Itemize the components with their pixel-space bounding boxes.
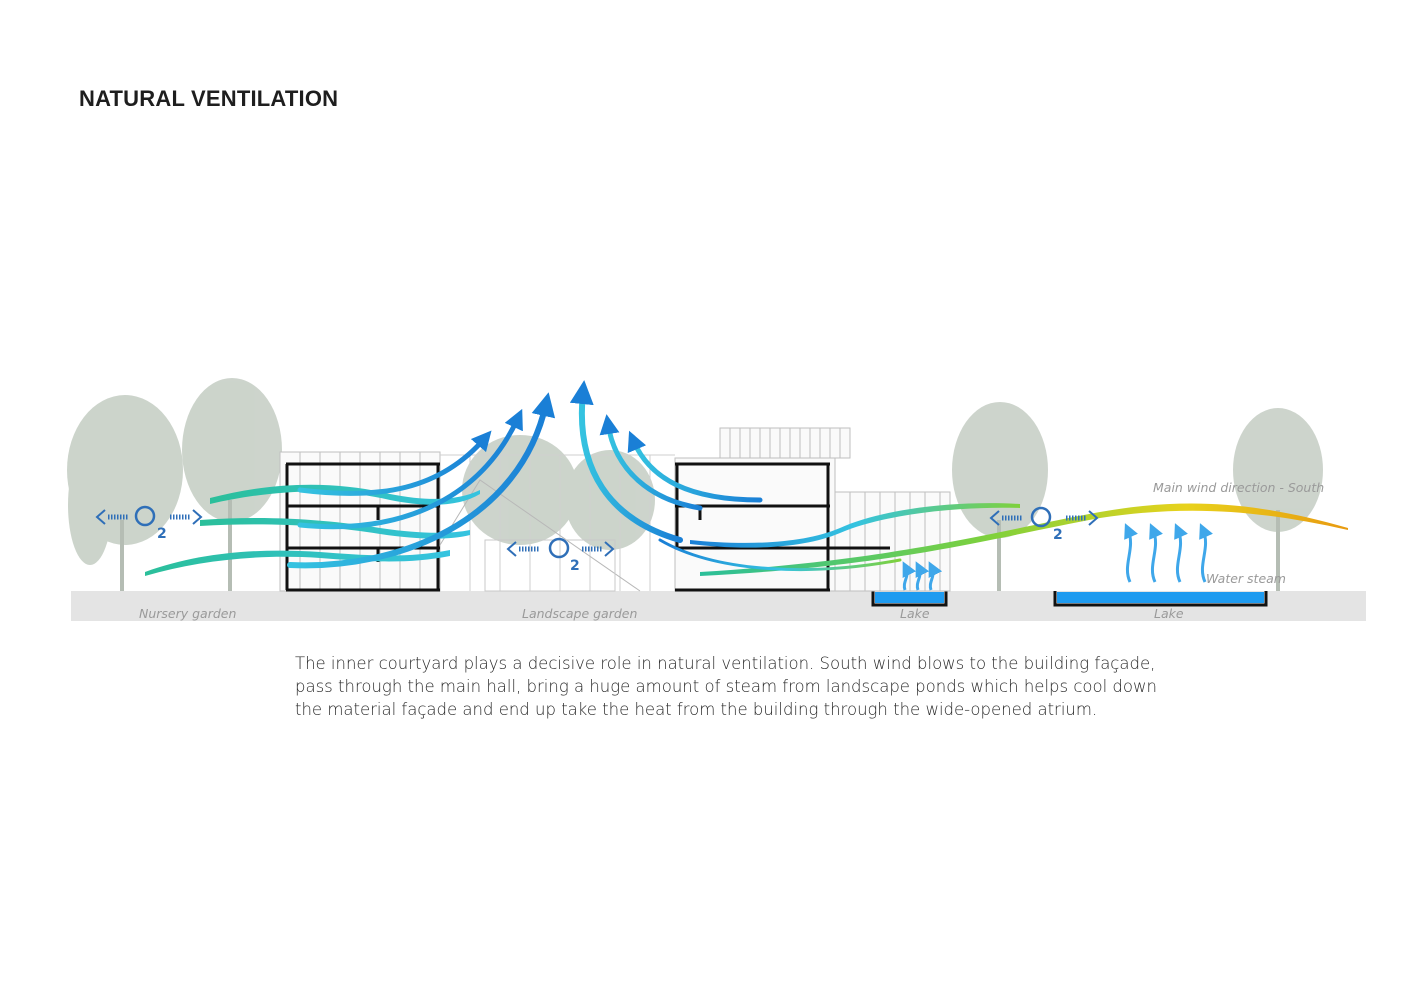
label-water-steam: Water steam xyxy=(1206,571,1286,586)
o2-left-subscript: 2 xyxy=(157,526,167,542)
atrium-glazing xyxy=(439,454,675,592)
label-lake-small: Lake xyxy=(900,606,930,621)
wind-ribbon-upper-right xyxy=(690,503,1020,548)
water-steam-arrows xyxy=(902,523,1213,591)
tree-left-2 xyxy=(182,378,282,592)
airflow-arrows xyxy=(287,380,902,571)
wind-ribbon-left-top xyxy=(210,484,480,505)
label-main-wind-direction: Main wind direction - South xyxy=(1153,480,1324,495)
caption-line: The inner courtyard plays a decisive rol… xyxy=(295,654,1156,673)
tree-courtyard xyxy=(462,435,655,550)
lake-large xyxy=(1053,591,1268,607)
tree-right-1 xyxy=(952,402,1048,592)
main-wind-ribbon xyxy=(700,503,1348,576)
o2-symbol-left: 2 xyxy=(95,505,203,542)
o2-symbol-center: 2 xyxy=(506,537,615,574)
page-title: NATURAL VENTILATION xyxy=(79,86,339,111)
tree-right-2 xyxy=(1233,408,1323,592)
wind-ribbon-left-mid xyxy=(200,517,470,539)
caption-line: pass through the main hall, bring a huge… xyxy=(295,677,1157,696)
lake-small xyxy=(871,591,948,607)
label-lake-large: Lake xyxy=(1154,606,1184,621)
o2-center-subscript: 2 xyxy=(570,558,580,574)
caption-line: the material façade and end up take the … xyxy=(295,700,1098,719)
label-landscape-garden: Landscape garden xyxy=(522,606,637,621)
tree-left-3 xyxy=(68,445,112,565)
o2-symbol-right: 2 xyxy=(989,506,1099,543)
o2-right-subscript: 2 xyxy=(1053,527,1063,543)
description-paragraph: The inner courtyard plays a decisive rol… xyxy=(295,652,1157,721)
label-nursery-garden: Nursery garden xyxy=(139,606,236,621)
